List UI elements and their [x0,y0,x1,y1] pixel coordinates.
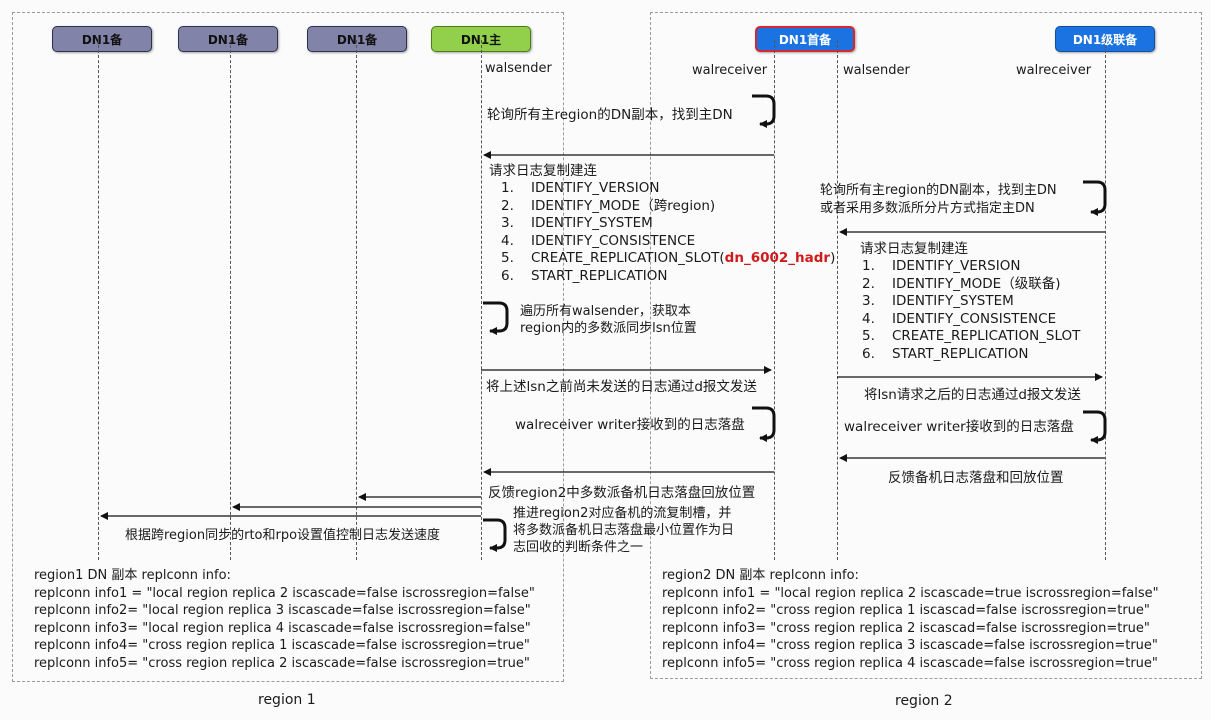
region2-info-row: replconn info2= "cross region replica 1 … [662,603,1150,619]
handshake-2-step: 1. IDENTIFY_VERSION [862,258,1080,276]
step-text: IDENTIFY_SYSTEM [531,215,653,232]
lifeline-dn1-standby-2 [230,40,231,560]
msg-advance-line1: 推进region2对应备机的流复制槽，并 [513,506,732,521]
region1-replconn-info: region1 DN 副本 replconn info: replconn in… [34,567,535,673]
step-number: 6. [862,345,875,362]
region1-info-row: replconn info4= "cross region replica 1 … [34,638,530,654]
step-text: IDENTIFY_CONSISTENCE [892,310,1057,327]
lifeline-dn1-standby-3 [356,40,357,560]
msg-writer-flush-2: walreceiver writer接收到的日志落盘 [844,419,1074,435]
node-dn1-standby-2: DN1备 [178,26,278,52]
label-walsender-primary: walsender [485,61,552,76]
handshake-2-step: 6. START_REPLICATION [862,346,1080,364]
step-text: IDENTIFY_SYSTEM [892,293,1014,310]
region1-label: region 1 [258,692,316,708]
replication-slot-name: dn_6002_hadr [724,250,831,267]
msg-advance-line3: 志回收的判断条件之一 [513,540,644,555]
step-number: 4. [501,232,514,249]
handshake-1-step: 1. IDENTIFY_VERSION [501,180,835,198]
region2-replconn-info: region2 DN 副本 replconn info: replconn in… [662,567,1159,673]
region1-info-row: replconn info5= "cross region replica 2 … [34,655,530,671]
region1-info-row: replconn info2= "local region replica 3 … [34,603,531,619]
region1-info-row: replconn info3= "local region replica 4 … [34,620,531,636]
step-number: 2. [501,197,514,214]
msg-writer-flush-1: walreceiver writer接收到的日志落盘 [515,417,745,433]
region2-label: region 2 [895,693,953,709]
step-text: IDENTIFY_VERSION [892,258,1021,274]
region2-boundary [650,12,1202,679]
handshake-1-step: 2. IDENTIFY_MODE（跨region) [501,198,835,216]
msg-feedback-standby: 反馈备机日志落盘和回放位置 [888,470,1064,486]
msg-poll-primary-2-line1: 轮询所有主region的DN副本，找到主DN [820,183,1057,198]
step-number: 5. [862,328,875,345]
step-number: 6. [501,267,514,284]
msg-request-link-2: 请求日志复制建连 [860,241,968,257]
region2-info-row: replconn info3= "cross region replica 2 … [662,620,1150,636]
handshake-1-step: 3. IDENTIFY_SYSTEM [501,215,835,233]
step-text: START_REPLICATION [892,345,1029,362]
node-dn1-first-standby: DN1首备 [755,26,855,52]
label-walsender-first-standby: walsender [843,63,910,78]
step-text: IDENTIFY_VERSION [531,180,660,196]
msg-poll-primary-2-line2: 或者采用多数派所分片方式指定主DN [820,201,1035,216]
self-loop-traverse-walsender [483,301,509,335]
region2-info-title: region2 DN 副本 replconn info: [662,568,859,583]
msg-feedback-region2: 反馈region2中多数派备机日志落盘回放位置 [488,485,756,501]
handshake-steps-1: 1. IDENTIFY_VERSION 2. IDENTIFY_MODE（跨regio… [501,180,835,286]
step-text: START_REPLICATION [531,267,668,284]
lifeline-dn1-standby-1 [98,40,99,560]
node-dn1-standby-3: DN1备 [307,26,407,52]
step-number: 3. [501,215,514,232]
lifeline-dn1-primary [481,40,482,560]
msg-advance-line2: 将多数派备机日志落盘最小位置作为日 [513,523,735,538]
step-number: 1. [862,258,875,274]
handshake-1-step: 4. IDENTIFY_CONSISTENCE [501,233,835,251]
self-loop-poll-primary-1 [752,94,776,128]
step-text: IDENTIFY_CONSISTENCE [531,232,696,249]
step-text: IDENTIFY_MODE（跨region) [531,197,716,214]
label-walreceiver-cascade: walreceiver [1016,63,1092,78]
step-number: 5. [501,250,514,267]
region1-info-title: region1 DN 副本 replconn info: [34,568,231,583]
region1-info-row: replconn info1 = "local region replica 2… [34,585,535,601]
handshake-2-step: 2. IDENTIFY_MODE（级联备) [862,276,1080,294]
lifeline-first-standby-walreceiver [774,40,775,560]
step-text: CREATE_REPLICATION_SLOT( [531,250,725,267]
region2-info-row: replconn info1 = "local region replica 2… [662,585,1159,601]
label-walreceiver-first-standby: walreceiver [692,63,768,78]
step-text: IDENTIFY_MODE（级联备) [892,275,1061,292]
self-loop-writer-flush-2 [1083,410,1107,444]
node-dn1-standby-1: DN1备 [52,26,152,52]
step-number: 4. [862,310,875,327]
handshake-2-step: 4. IDENTIFY_CONSISTENCE [862,311,1080,329]
msg-send-after-lsn: 将lsn请求之后的日志通过d报文发送 [864,387,1081,403]
self-loop-poll-primary-2 [1083,180,1107,216]
handshake-2-step: 3. IDENTIFY_SYSTEM [862,293,1080,311]
step-number: 1. [501,180,514,196]
handshake-1-step: 6. START_REPLICATION [501,268,835,286]
lifeline-first-standby-walsender [837,40,838,560]
region2-info-row: replconn info4= "cross region replica 3 … [662,638,1158,654]
handshake-2-step: 5. CREATE_REPLICATION_SLOT [862,328,1080,346]
msg-traverse-line1: 遍历所有walsender，获取本 [520,304,691,319]
handshake-1-step: 5. CREATE_REPLICATION_SLOT(dn_6002_hadr) [501,250,835,268]
msg-poll-primary-1: 轮询所有主region的DN副本，找到主DN [487,107,733,123]
step-suffix: ) [830,250,836,267]
msg-traverse-line2: region内的多数派同步lsn位置 [520,321,697,336]
self-loop-writer-flush-1 [752,406,776,442]
region1-boundary [12,12,564,682]
msg-request-link-1: 请求日志复制建连 [489,163,597,179]
step-text: CREATE_REPLICATION_SLOT [892,328,1081,345]
lifeline-cascade-standby [1105,40,1106,560]
step-number: 3. [862,293,875,310]
region2-info-row: replconn info5= "cross region replica 4 … [662,655,1158,671]
msg-rate-control: 根据跨region同步的rto和rpo设置值控制日志发送速度 [125,528,441,543]
msg-send-before-lsn: 将上述lsn之前尚未发送的日志通过d报文发送 [486,379,757,395]
self-loop-advance-slot [483,518,507,552]
step-number: 2. [862,275,875,292]
